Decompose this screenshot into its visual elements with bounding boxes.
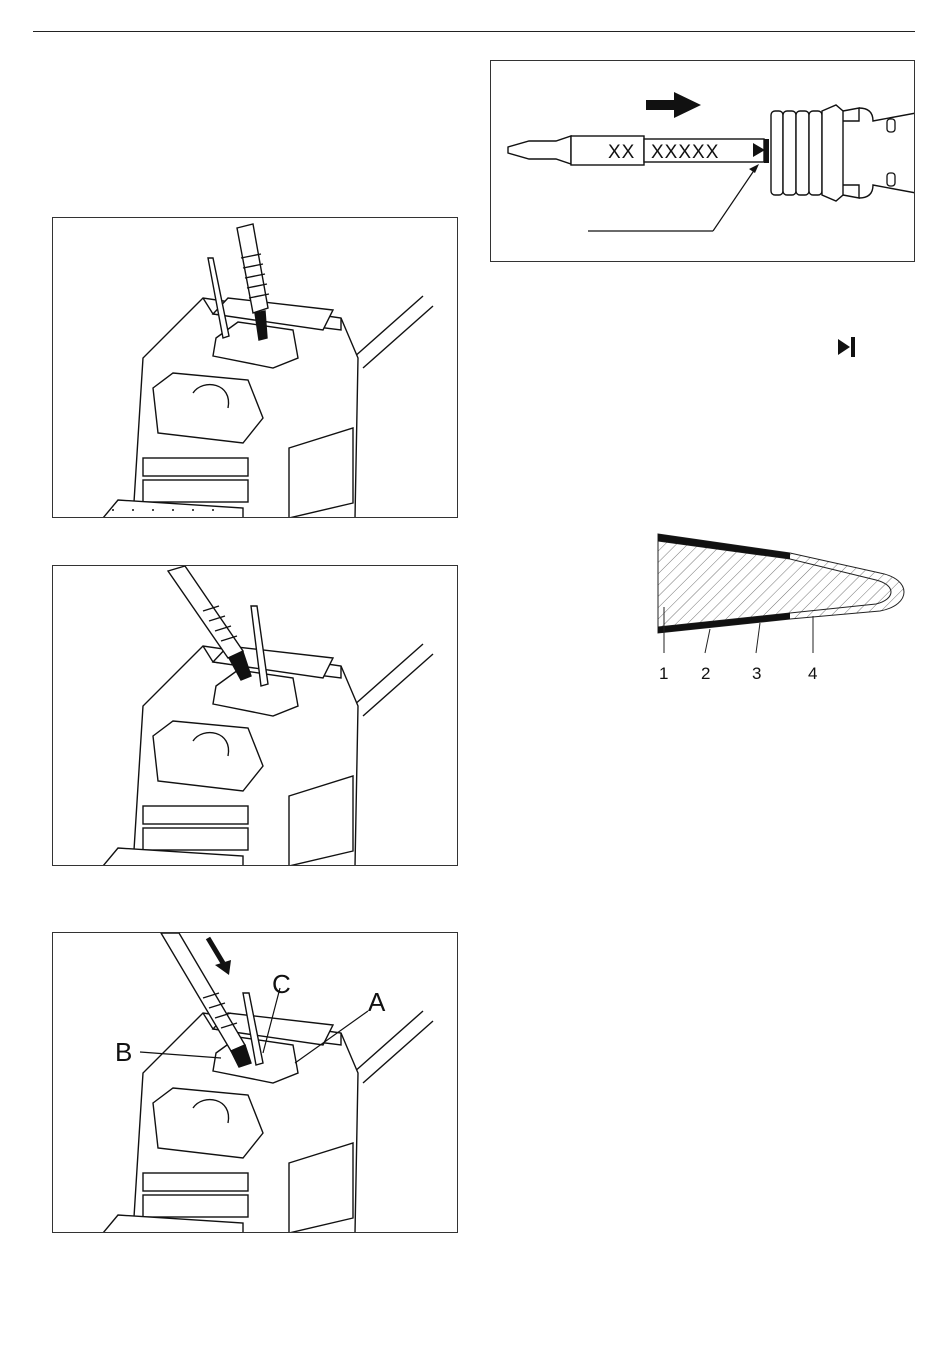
figure-station-tip-right	[52, 217, 458, 518]
tip-cross-section: 1 2 3 4	[650, 525, 920, 695]
play-end-icon	[836, 336, 860, 363]
station-drawing-1	[53, 218, 458, 518]
figure-station-tip-left	[52, 565, 458, 866]
tip-mark-long: XXXXX	[651, 143, 719, 162]
layer-label-4: 4	[808, 665, 817, 682]
tip-mark-short: XX	[608, 143, 635, 162]
callout-label-b: B	[115, 1039, 132, 1065]
insert-arrow-icon	[208, 938, 231, 975]
header-rule	[33, 31, 915, 32]
station-drawing-3	[53, 933, 458, 1233]
layer-label-2: 2	[701, 665, 710, 682]
figure-tip-insertion: XX XXXXX	[490, 60, 915, 262]
callout-label-a: A	[368, 989, 385, 1015]
arrow-right-icon	[646, 92, 701, 118]
callout-label-c: C	[272, 971, 291, 997]
station-drawing-2	[53, 566, 458, 866]
figure-station-callouts: B C A	[52, 932, 458, 1233]
tip-cross-section-drawing	[650, 525, 920, 695]
layer-label-3: 3	[752, 665, 761, 682]
layer-label-1: 1	[659, 665, 668, 682]
